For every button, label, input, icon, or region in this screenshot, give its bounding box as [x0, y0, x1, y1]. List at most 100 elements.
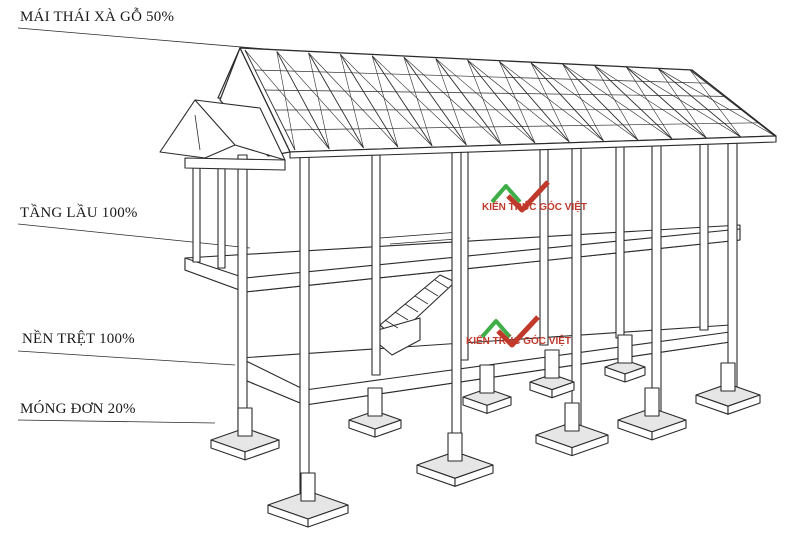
roof-truss-web — [657, 68, 707, 139]
label-upper-floor: TẦNG LẦU 100% — [20, 205, 138, 221]
roof-truss-web — [276, 51, 364, 149]
logo-check-mark — [506, 180, 550, 213]
roof-eave — [289, 135, 777, 159]
column-front — [651, 139, 662, 421]
footing-stub — [720, 362, 736, 392]
leader-line-foundation — [17, 419, 216, 424]
watermark-text-lower: KIẾN TRÚC GÓC VIỆT — [466, 336, 572, 347]
column-back — [371, 149, 381, 376]
stair-step — [384, 319, 399, 329]
logo-check-mark — [496, 315, 540, 348]
roof-rafter — [530, 62, 604, 142]
footing-side-right — [727, 394, 761, 415]
footing-side-right — [551, 381, 575, 399]
footing-side-right — [244, 439, 280, 461]
roof-truss-web — [594, 65, 707, 139]
roof-rafter — [339, 54, 399, 148]
footing-stub — [564, 402, 580, 432]
column-back — [539, 139, 549, 346]
roof-truss-web — [562, 64, 604, 142]
footing-stub — [300, 472, 316, 502]
column-front — [571, 144, 582, 441]
roof-truss-web — [435, 58, 467, 146]
roof-truss-web — [308, 52, 399, 148]
label-foundation: MÓNG ĐƠN 20% — [20, 401, 136, 417]
roof-truss-web — [403, 56, 501, 145]
porch-post — [192, 164, 201, 263]
watermark-text-upper: KIẾN TRÚC GÓC VIỆT — [482, 202, 588, 213]
roof-rafter — [562, 63, 639, 141]
roof-truss-web — [689, 69, 741, 138]
roof-truss-web — [626, 66, 673, 140]
logo-roof-mark — [480, 319, 512, 339]
stair-step — [404, 303, 419, 313]
roof-truss-web — [308, 52, 330, 150]
roof-rafter — [657, 68, 742, 138]
footing-side-right — [486, 396, 512, 414]
roof — [217, 47, 777, 159]
column-back — [699, 129, 709, 331]
columns — [192, 129, 738, 501]
roof-truss-web — [594, 65, 639, 141]
stair-step — [394, 311, 409, 321]
roof-truss-web — [499, 61, 536, 144]
staircase — [377, 274, 456, 356]
roof-rafter — [467, 59, 536, 144]
roof-purlin — [264, 89, 725, 97]
footing-stub — [237, 407, 253, 437]
footing-stub — [367, 387, 383, 417]
stair-step — [414, 295, 429, 305]
roof-purlin — [254, 69, 708, 84]
roof-truss-web — [244, 49, 330, 150]
roof-rafter — [435, 58, 502, 145]
footing-stub — [479, 364, 495, 394]
footing-side-right — [454, 464, 494, 487]
roof-truss-web — [530, 62, 639, 141]
porch-roof-gable-line — [194, 114, 201, 151]
roof-rafter — [403, 56, 467, 146]
roof-rafter — [626, 66, 707, 139]
label-ground-floor: NỀN TRỆT 100% — [22, 331, 135, 347]
footing-stub — [544, 349, 560, 379]
roof-truss-web — [499, 61, 604, 142]
column-front — [451, 147, 462, 461]
column-front — [727, 134, 738, 391]
roof-rafter — [594, 65, 673, 140]
footing-side-right — [374, 419, 402, 438]
label-roof: MÁI THÁI XÀ GỖ 50% — [20, 9, 175, 25]
roof-truss-web — [467, 59, 501, 145]
stair-step — [434, 279, 449, 289]
watermark-logos — [480, 180, 550, 348]
roof-rafter — [371, 55, 433, 147]
porch-gable-roof — [159, 99, 286, 171]
roof-truss-web — [626, 66, 741, 138]
roof-purlin — [284, 122, 759, 131]
column-back — [615, 134, 625, 339]
stair-step — [424, 287, 439, 297]
roof-truss-web — [562, 64, 673, 140]
leader-line-upper-floor — [17, 223, 251, 249]
footing-side-right — [571, 434, 609, 457]
roof-truss-web — [371, 55, 399, 148]
footing-side-right — [307, 504, 349, 528]
roof-rafter — [244, 49, 296, 151]
footing-stub — [644, 387, 660, 417]
column-front — [237, 154, 248, 431]
footing-stub — [447, 432, 463, 462]
roof-rafter — [498, 61, 570, 143]
roof-truss-web — [435, 58, 536, 144]
roof-truss-web — [467, 59, 570, 143]
column-front — [299, 149, 310, 501]
roof-rafter — [689, 69, 776, 137]
leader-line-ground-floor — [17, 350, 236, 366]
footing-stub — [617, 334, 633, 364]
roof-truss-web — [340, 54, 433, 147]
roof-truss-web — [276, 51, 296, 151]
roof-rafter — [276, 51, 330, 150]
roof-truss-web — [658, 68, 776, 137]
roof-truss-web — [371, 55, 467, 146]
roof-truss-web — [530, 62, 570, 143]
footing-side-right — [651, 419, 687, 441]
